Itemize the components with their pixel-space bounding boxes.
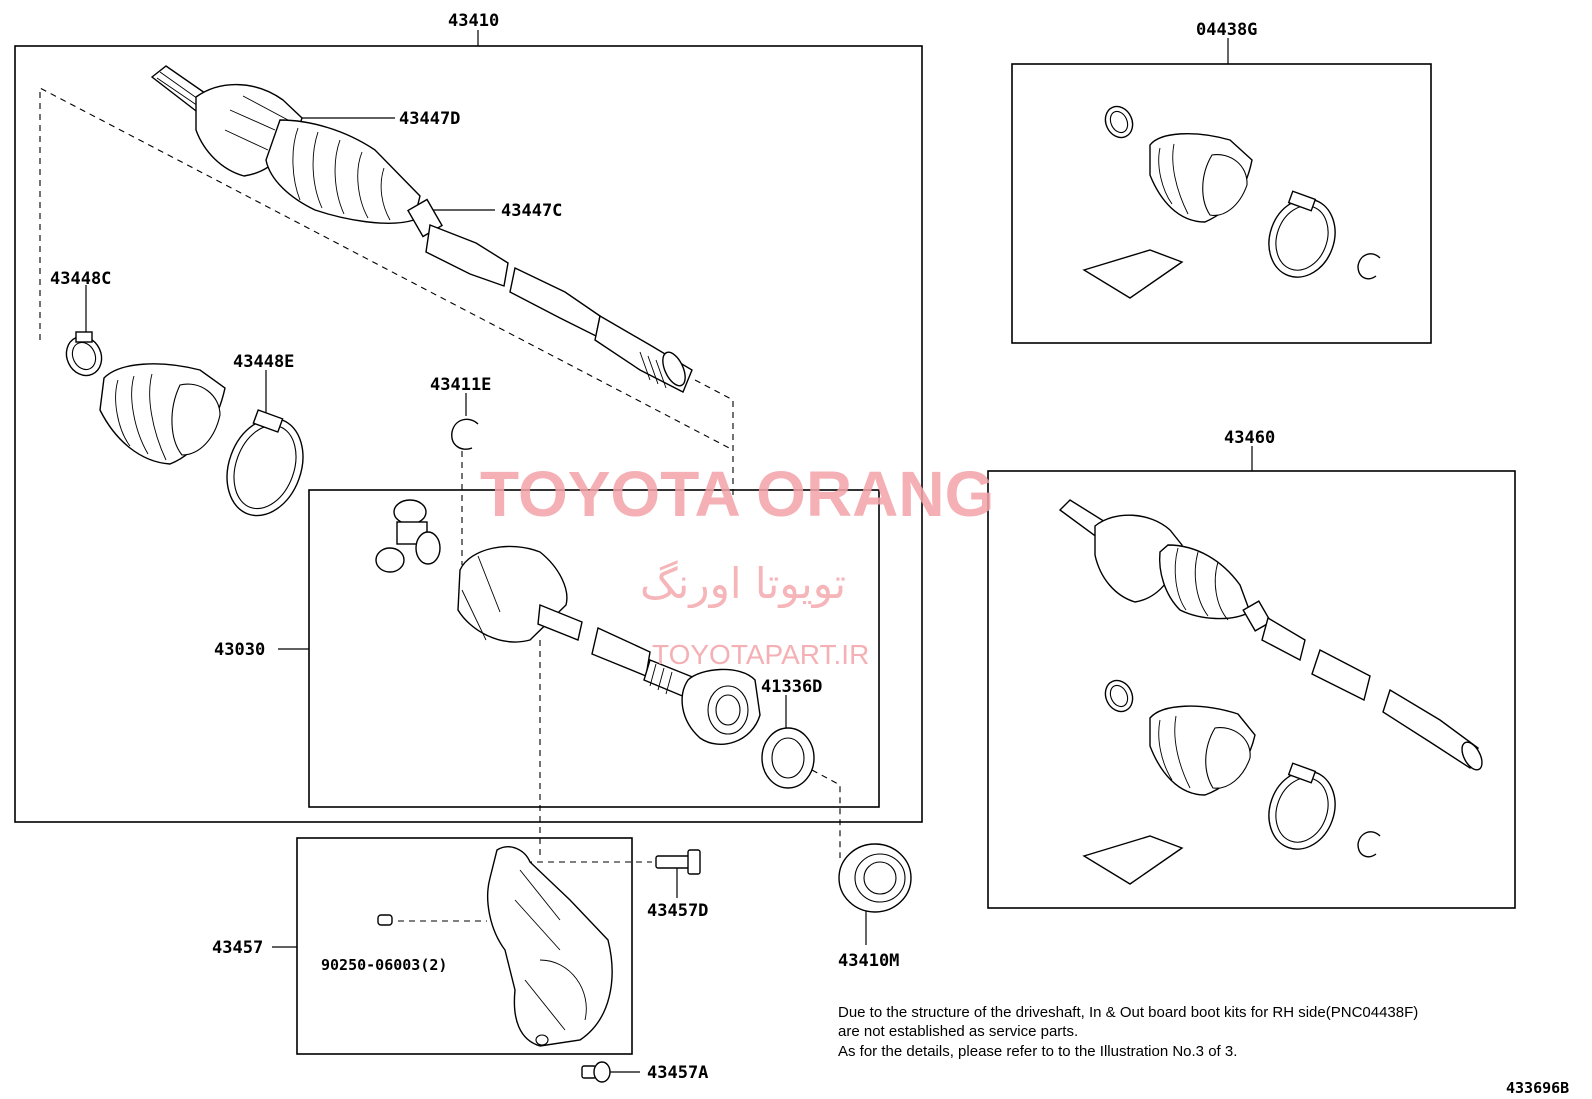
inner-joint-43030-drawing xyxy=(375,499,761,746)
box-43457 xyxy=(296,837,633,1055)
kit-04438G-drawing xyxy=(1082,105,1381,299)
label-43410: 43410 xyxy=(448,11,499,31)
ring-41336D-drawing xyxy=(761,727,815,789)
label-43447D: 43447D xyxy=(399,109,460,129)
illustration-id: 433696B xyxy=(1506,1079,1569,1097)
bolt-43457D-drawing xyxy=(655,849,701,875)
label-04438G: 04438G xyxy=(1196,20,1257,40)
watermark-persian: تویوتا اورنگ xyxy=(640,559,846,608)
box-04438G xyxy=(1011,63,1432,344)
dash-boot-outer xyxy=(39,87,734,451)
label-43457D: 43457D xyxy=(647,901,708,921)
label-43448C: 43448C xyxy=(50,269,111,289)
boot-43448E-drawing xyxy=(99,363,226,465)
label-43447C: 43447C xyxy=(501,201,562,221)
label-43030: 43030 xyxy=(214,640,265,660)
label-43448E: 43448E xyxy=(233,352,294,372)
dash-bearing xyxy=(811,769,841,858)
label-41336D: 41336D xyxy=(761,677,822,697)
label-43460: 43460 xyxy=(1224,428,1275,448)
label-43457A: 43457A xyxy=(647,1063,708,1083)
note-line-1: Due to the structure of the driveshaft, … xyxy=(838,1004,1418,1021)
snap-ring-43411E-drawing xyxy=(451,418,479,450)
watermark-url: TOYOTAPART.IR xyxy=(652,639,869,670)
bolt-43457A-drawing xyxy=(581,1061,611,1083)
label-90250-06003: 90250-06003(2) xyxy=(321,956,447,974)
clamp-43448C-drawing xyxy=(65,331,103,377)
box-43460 xyxy=(987,470,1516,909)
dash-shaft-end xyxy=(694,379,734,500)
label-43411E: 43411E xyxy=(430,375,491,395)
box-43410 xyxy=(14,45,923,823)
note-line-3: As for the details, please refer to to t… xyxy=(838,1043,1237,1060)
bracket-43457-drawing xyxy=(487,846,613,1047)
band-43448E-drawing xyxy=(226,409,304,517)
bearing-43410M-drawing xyxy=(838,843,912,913)
driveshaft-43460-drawing xyxy=(1058,499,1483,885)
driveshaft-43410-drawing xyxy=(150,65,693,393)
label-43457: 43457 xyxy=(212,938,263,958)
pin-90250-drawing xyxy=(377,914,393,926)
note-line-2: are not established as service parts. xyxy=(838,1023,1078,1040)
watermark-brand: TOYOTA ORANG xyxy=(480,458,994,530)
label-43410M: 43410M xyxy=(838,951,899,971)
